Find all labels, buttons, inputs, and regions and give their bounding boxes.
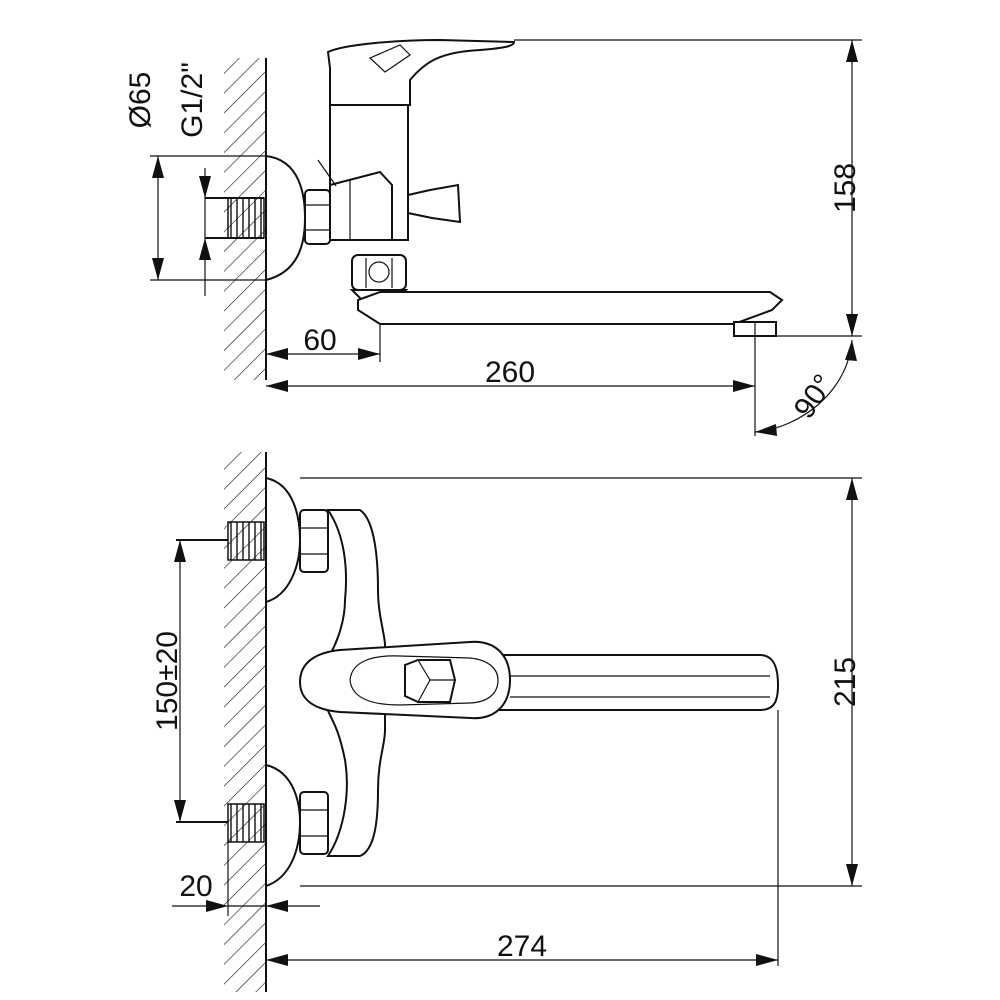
lever-handle-side [326, 38, 516, 106]
diverter-knob-side [407, 183, 462, 224]
top-view: 215 150±20 20 274 [151, 452, 862, 992]
lower-thread-top [227, 803, 265, 843]
spout-top [489, 654, 780, 711]
upper-thread-top [227, 521, 265, 561]
dim-spout-reach: 260 [485, 356, 535, 389]
side-view: 158 Ø65 G1/2" 60 260 90° [124, 38, 862, 436]
dim-diameter: Ø65 [124, 72, 157, 129]
dim-total-height: 215 [829, 657, 862, 707]
dim-wall-to-body: 60 [303, 324, 336, 357]
flange-nut-side [304, 189, 331, 245]
dim-total-length: 274 [497, 930, 547, 963]
dim-spout-height: 158 [829, 163, 862, 213]
swivel-nut-side [351, 254, 407, 291]
wall-flange-side [265, 154, 307, 282]
dim-rotation-angle: 90° [788, 369, 841, 425]
diverter-block-side [329, 170, 393, 241]
spout-side [357, 291, 784, 325]
lower-flange-top [265, 763, 302, 888]
dim-connector-depth: 20 [179, 870, 212, 903]
thread-connector-side [227, 197, 265, 239]
upper-flange-top [265, 476, 302, 604]
dim-thread: G1/2" [176, 62, 209, 138]
lower-nut-top [299, 791, 329, 855]
dim-connector-spacing: 150±20 [151, 631, 184, 731]
upper-nut-top [299, 509, 329, 573]
